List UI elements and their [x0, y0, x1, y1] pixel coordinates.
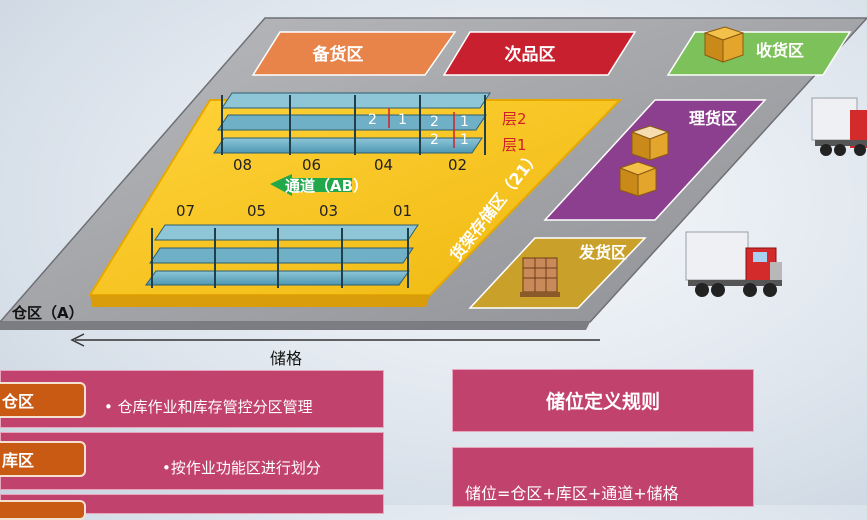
box-sorting-icon-2: [618, 161, 658, 197]
shelf-number: 03: [319, 202, 338, 220]
shelf-number: 02: [448, 156, 467, 174]
layer1-label: 层1: [502, 136, 527, 154]
warehouse-diagram: 备货区 次品区 收货区 理货区 发货区 货架存储区（21） 通道（AB） 仓区（…: [0, 17, 867, 368]
zone-receiving-label: 收货区: [756, 41, 804, 60]
shelf-number: 06: [302, 156, 321, 174]
area-desc: •按作业功能区进行划分: [162, 459, 321, 477]
shelf-numbers-bottom: 07 05 03 01: [176, 202, 412, 220]
area-tag: 库区: [0, 441, 86, 477]
cell-mark: 2: [430, 114, 439, 130]
cell-mark: 1: [398, 112, 407, 128]
warehouse-label: 仓区（A）: [11, 304, 84, 322]
box-receiving-icon: [703, 26, 745, 63]
shelf-number: 07: [176, 202, 195, 220]
truck-icon-bottom: [685, 231, 782, 297]
rule-title: 储位定义规则: [545, 391, 660, 413]
rule-formula: 储位=仓区+库区+通道+储格: [465, 484, 679, 503]
cell-mark: 1: [460, 114, 469, 130]
zone-defective-label: 次品区: [505, 44, 556, 65]
area-tag-text: 库区: [2, 451, 35, 470]
warehouse-desc: • 仓库作业和库存管控分区管理: [104, 398, 313, 416]
aisle-arrow: [270, 174, 352, 196]
shelf-number: 04: [374, 156, 393, 174]
shelf-numbers-top: 08 06 04 02: [233, 156, 467, 174]
cell-mark: 2: [430, 132, 439, 148]
layer2-label: 层2: [502, 110, 527, 128]
truck-icon-top: [811, 97, 867, 156]
warehouse-tag-text: 仓区: [2, 392, 35, 411]
bin-label: 储格: [270, 349, 302, 368]
shelf-number: 05: [247, 202, 266, 220]
zone-prepare-label: 备货区: [312, 44, 364, 65]
pallet-shipping-icon: [520, 257, 560, 297]
shelf-group-bottom: [145, 224, 419, 288]
rule-title-box: 储位定义规则: [452, 369, 754, 432]
zone-shipping-label: 发货区: [578, 243, 627, 262]
shelf-number: 01: [393, 202, 412, 220]
rule-formula-box: 储位=仓区+库区+通道+储格: [452, 447, 754, 507]
next-tag: [0, 500, 86, 520]
zone-sorting: [543, 99, 767, 221]
cell-mark: 1: [460, 132, 469, 148]
zone-defective: [442, 31, 637, 76]
cell-marks: 2 1 2 1 2 1: [368, 112, 469, 148]
shelf-group-top: [213, 92, 491, 155]
warehouse-tag: 仓区: [0, 382, 86, 418]
cell-mark: 2: [368, 112, 377, 128]
box-sorting-icon-1: [630, 125, 670, 161]
aisle-label: 通道（AB）: [285, 177, 368, 195]
zone-sorting-label: 理货区: [689, 109, 737, 128]
shelf-number: 08: [233, 156, 252, 174]
zone-prepare: [251, 31, 457, 76]
